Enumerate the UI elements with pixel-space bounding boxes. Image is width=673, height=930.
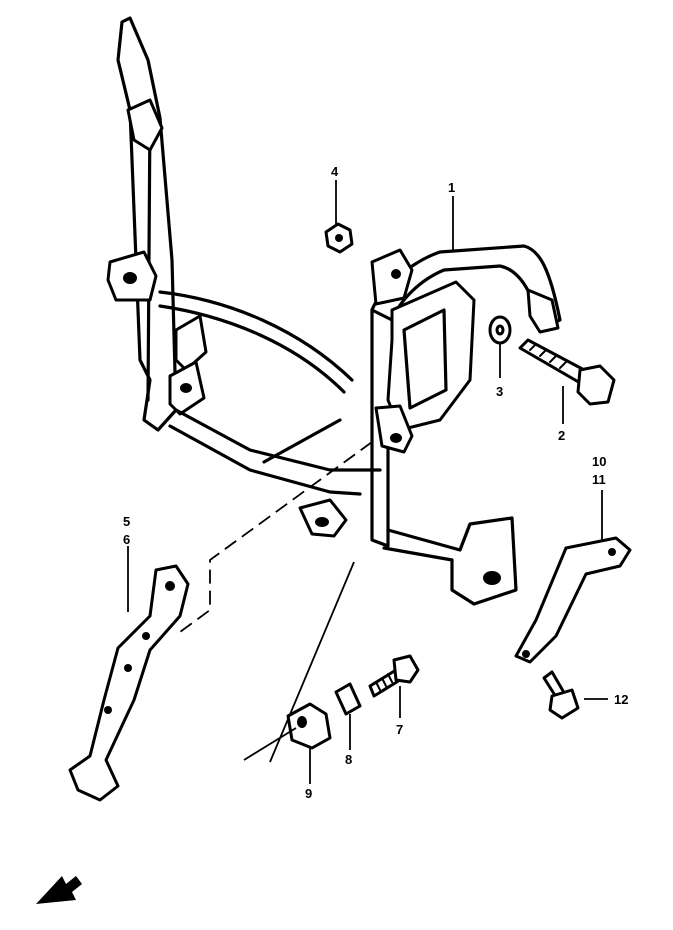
callout-8: 8 [345, 752, 352, 767]
callout-5: 5 [123, 514, 130, 529]
bolt-part-7 [368, 654, 420, 698]
small-stay-part-10-11 [514, 536, 632, 664]
assembly-guide-lines [179, 441, 373, 763]
callout-11: 11 [592, 472, 606, 487]
callout-10: 10 [592, 454, 606, 469]
side-stay-part-5-6 [68, 564, 190, 802]
main-bracket-frame [106, 16, 562, 606]
bolt-part-2 [518, 338, 616, 406]
washer-part-3 [488, 315, 512, 345]
collar-part-8 [334, 682, 362, 716]
callout-9: 9 [305, 786, 312, 801]
nut-part-4 [324, 222, 414, 306]
callout-1: 1 [448, 180, 455, 195]
front-direction-arrow-icon [36, 876, 82, 904]
leader-lines [127, 180, 608, 784]
callout-labels: 1 4 3 2 10 11 5 6 12 7 8 9 [123, 164, 628, 801]
callout-6: 6 [123, 532, 130, 547]
callout-12: 12 [614, 692, 628, 707]
callout-7: 7 [396, 722, 403, 737]
cushion-part-9 [286, 702, 332, 750]
callout-4: 4 [331, 164, 339, 179]
screw-part-12 [542, 670, 580, 720]
callout-3: 3 [496, 384, 503, 399]
callout-2: 2 [558, 428, 565, 443]
